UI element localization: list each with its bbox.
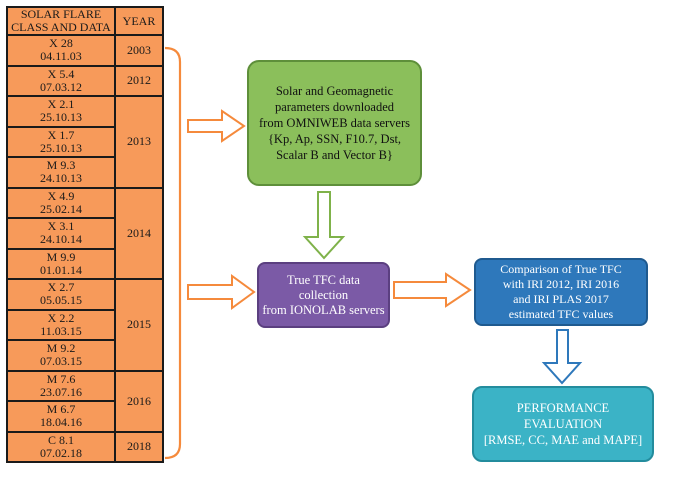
arrow-parameters-to-true-tfc [302, 191, 346, 260]
flare-event-cell: X 1.7 25.10.13 [6, 125, 116, 158]
year-cell: 2012 [114, 64, 164, 97]
arrow-comparison-to-performance [541, 329, 583, 385]
year-cell: 2018 [114, 430, 164, 463]
flare-event-cell: X 4.9 25.02.14 [6, 186, 116, 219]
flare-event-cell: X 2.1 25.10.13 [6, 95, 116, 128]
performance-box: PERFORMANCE EVALUATION [RMSE, CC, MAE an… [472, 386, 654, 462]
true-tfc-box: True TFC data collection from IONOLAB se… [257, 262, 390, 328]
comparison-text: Comparison of True TFC with IRI 2012, IR… [500, 262, 622, 321]
flare-event-cell: C 8.1 07.02.18 [6, 430, 116, 463]
solar-flare-table: SOLAR FLARE CLASS AND DATA YEAR X 28 04.… [6, 6, 164, 463]
arrow-true-tfc-to-comparison [393, 272, 472, 308]
flare-event-cell: X 5.4 07.03.12 [6, 64, 116, 97]
flare-event-cell: X 3.1 24.10.14 [6, 217, 116, 250]
flare-event-cell: M 6.7 18.04.16 [6, 400, 116, 433]
year-cell: 2015 [114, 278, 164, 372]
flare-event-cell: X 28 04.11.03 [6, 34, 116, 67]
flare-event-cell: M 9.9 01.01.14 [6, 247, 116, 280]
arrow-to-parameters [187, 109, 246, 143]
flare-event-cell: M 7.6 23.07.16 [6, 369, 116, 402]
performance-text: PERFORMANCE EVALUATION [RMSE, CC, MAE an… [483, 401, 643, 447]
parameters-text: Solar and Geomagnetic parameters downloa… [259, 84, 410, 162]
header-class-and-data: SOLAR FLARE CLASS AND DATA [6, 6, 116, 36]
arrow-to-true-tfc [187, 274, 256, 310]
header-year: YEAR [114, 6, 164, 36]
comparison-box: Comparison of True TFC with IRI 2012, IR… [474, 258, 648, 326]
true-tfc-text: True TFC data collection from IONOLAB se… [262, 272, 385, 317]
year-cell: 2016 [114, 369, 164, 433]
year-cell: 2003 [114, 34, 164, 67]
flare-event-cell: M 9.3 24.10.13 [6, 156, 116, 189]
table-bracket [164, 46, 182, 460]
flare-event-cell: M 9.2 07.03.15 [6, 339, 116, 372]
year-cell: 2014 [114, 186, 164, 280]
parameters-box: Solar and Geomagnetic parameters downloa… [247, 60, 422, 186]
flare-event-cell: X 2.2 11.03.15 [6, 308, 116, 341]
year-cell: 2013 [114, 95, 164, 189]
